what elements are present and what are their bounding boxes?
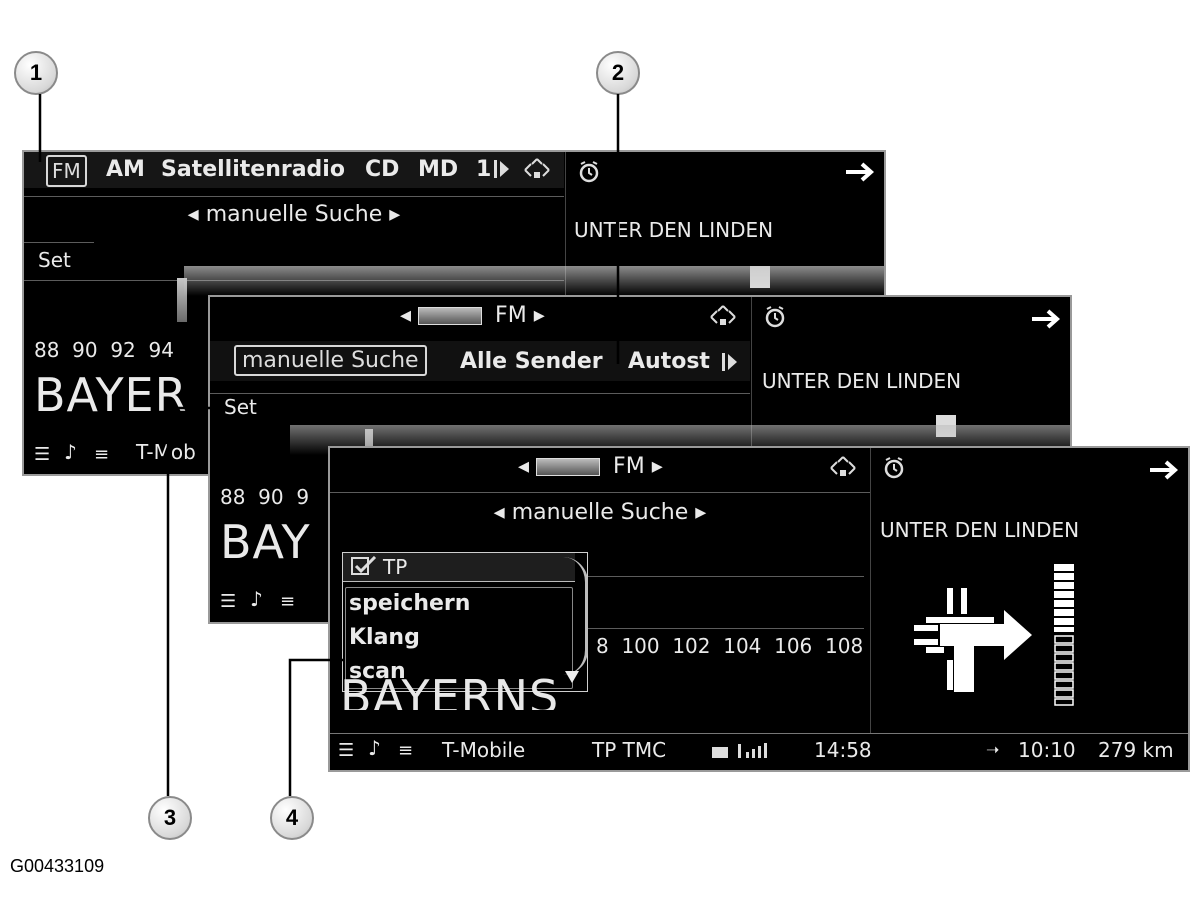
divider (210, 393, 750, 394)
divider (330, 492, 870, 493)
callout-3: 3 (148, 796, 192, 840)
options-menu: TP speichern Klang scan (342, 552, 588, 692)
status-divider (330, 733, 1188, 734)
search-mode-label[interactable]: ◂ manuelle Suche ▸ (174, 202, 414, 227)
tab-cd[interactable]: CD (365, 157, 400, 182)
callout-2: 2 (596, 51, 640, 95)
divider (24, 196, 564, 197)
play-right-icon[interactable] (500, 161, 509, 177)
list-lines-icon: ≡ (398, 740, 414, 761)
chevron-right-icon[interactable]: ▸ (382, 202, 401, 227)
list-icon: ☰ (34, 444, 51, 465)
list-lines-icon: ≡ (94, 444, 110, 465)
tab-autostore[interactable]: Autost (628, 349, 710, 374)
callout-4: 4 (270, 796, 314, 840)
glow-band (184, 266, 884, 296)
scroll-right-icon[interactable] (494, 160, 497, 178)
menu-item-tp[interactable]: TP (343, 553, 575, 582)
tab-fm[interactable]: FM (46, 155, 87, 187)
alarm-clock-icon (763, 305, 787, 329)
menu-item-scan[interactable]: scan (349, 659, 406, 684)
search-mode-label[interactable]: ◂ manuelle Suche ▸ (470, 500, 730, 525)
list-lines-icon: ≡ (280, 591, 296, 612)
tab-satellitenradio[interactable]: Satellitenradio (161, 157, 345, 182)
arrow-right-icon (1148, 458, 1180, 482)
chevron-left-icon[interactable]: ◂ (400, 303, 419, 328)
tuning-needle (177, 278, 187, 322)
arrow-right-icon (1030, 307, 1062, 331)
figure-id: G00433109 (10, 856, 105, 876)
menu-scroll-arc[interactable] (563, 557, 588, 675)
tab-alle-sender[interactable]: Alle Sender (460, 349, 603, 374)
navigate-menu-icon[interactable] (522, 156, 552, 184)
alarm-clock-icon (577, 160, 601, 184)
split-divider (870, 448, 871, 733)
chevron-right-icon[interactable]: ▸ (688, 500, 707, 525)
chevron-left-icon[interactable]: ◂ (187, 202, 206, 227)
menu-item-speichern[interactable]: speichern (349, 591, 471, 616)
chevron-left-icon[interactable]: ◂ (493, 500, 512, 525)
menu-item-klang[interactable]: Klang (349, 625, 420, 650)
chevron-right-icon[interactable]: ▸ (533, 303, 545, 328)
street-name: UNTER DEN LINDEN (762, 369, 962, 393)
source-tab-bar (24, 152, 564, 188)
navigate-menu-icon[interactable] (828, 454, 858, 482)
divider (580, 576, 864, 577)
street-name: UNTER DEN LINDEN (880, 518, 1080, 542)
checkbox-checked-icon[interactable] (351, 555, 377, 576)
source-name: FM (495, 303, 527, 328)
tab-more[interactable]: 1 (476, 157, 492, 182)
street-name: UNTER DEN LINDEN (574, 218, 774, 242)
alarm-clock-icon (882, 456, 906, 480)
scroll-right-icon[interactable] (722, 353, 725, 371)
list-icon: ☰ (220, 591, 237, 612)
station-name: BAYERNS (340, 670, 560, 710)
chevron-left-icon[interactable]: ◂ (518, 454, 537, 479)
radio-device-icon (536, 458, 601, 476)
set-label[interactable]: Set (224, 395, 257, 419)
list-icon: ☰ (338, 740, 355, 761)
arrival-arrow-icon: ➝ (986, 740, 1000, 759)
radio-device-icon (418, 307, 483, 325)
search-mode-text: manuelle Suche (511, 500, 689, 525)
message-icon (712, 747, 728, 758)
remaining-distance: 279 km (1098, 738, 1174, 762)
play-right-icon[interactable] (728, 354, 737, 370)
frequency-scale: 88 90 9 (220, 485, 310, 509)
chevron-right-icon[interactable]: ▸ (651, 454, 663, 479)
screen-3: ◂ FM ▸ ◂ manuelle Suche ▸ TP speichern K… (330, 448, 1188, 770)
source-selector[interactable]: ◂ FM ▸ (518, 454, 663, 479)
source-selector[interactable]: ◂ FM ▸ (400, 303, 545, 328)
navigate-menu-icon[interactable] (708, 303, 738, 331)
tab-am[interactable]: AM (106, 157, 145, 182)
tab-manuelle-suche[interactable]: manuelle Suche (234, 345, 427, 376)
set-label[interactable]: Set (38, 248, 71, 272)
station-name: BAY (220, 515, 311, 569)
junction-turn-right-icon (904, 580, 1044, 700)
distance-bar-indicator (1054, 564, 1074, 706)
person-seat-icon: ♪ (368, 736, 381, 760)
traffic-info-label: TP TMC (592, 738, 667, 762)
station-name: BAYER (34, 368, 188, 422)
frequency-scale: 8 100 102 104 106 108 (596, 634, 864, 658)
frequency-scale: 88 90 92 94 (34, 338, 174, 362)
callout-1: 1 (14, 51, 58, 95)
arrival-time: 10:10 (1018, 738, 1076, 762)
signal-strength-icon (734, 740, 774, 760)
provider-label: T-Mobile (442, 738, 526, 762)
divider (24, 242, 94, 243)
scroll-down-icon[interactable] (565, 671, 579, 683)
person-seat-icon: ♪ (250, 587, 263, 611)
person-seat-icon: ♪ (64, 440, 77, 464)
clock-time: 14:58 (814, 738, 872, 762)
tab-md[interactable]: MD (418, 157, 459, 182)
source-name: FM (613, 454, 645, 479)
search-mode-text: manuelle Suche (205, 202, 383, 227)
menu-item-tp-label: TP (383, 555, 408, 579)
arrow-right-icon (844, 160, 876, 184)
provider-label: T-Mob (136, 440, 196, 464)
divider (580, 628, 864, 629)
